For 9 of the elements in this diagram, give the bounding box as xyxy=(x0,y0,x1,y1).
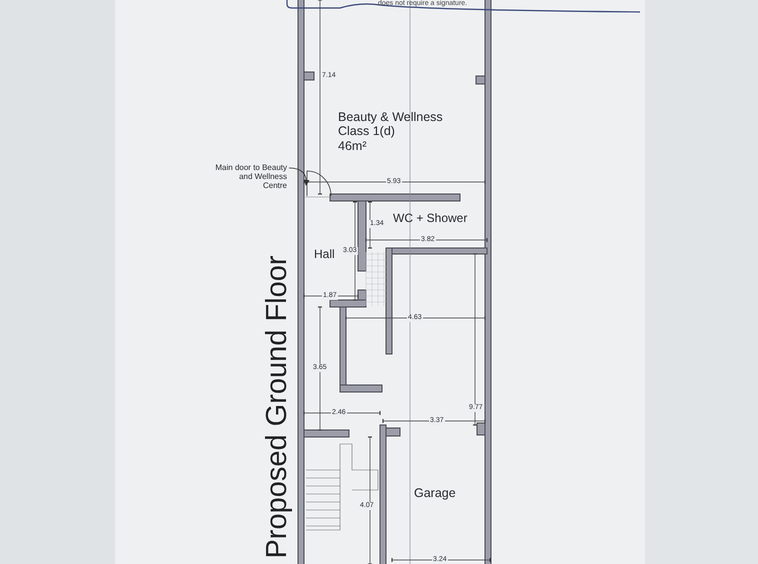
room-label: Hall xyxy=(314,248,336,262)
room-label: 46m² xyxy=(338,138,368,154)
room-label: Garage xyxy=(414,486,457,500)
plan-title: Proposed Ground Floor xyxy=(260,254,294,561)
room-label: Beauty & Wellness Class 1(d) xyxy=(338,110,444,139)
leader-line xyxy=(288,168,310,186)
annotation-text: Main door to Beauty and Wellness Centre xyxy=(215,163,287,191)
door-symbol xyxy=(306,170,332,197)
room-label: WC + Shower xyxy=(393,212,468,226)
